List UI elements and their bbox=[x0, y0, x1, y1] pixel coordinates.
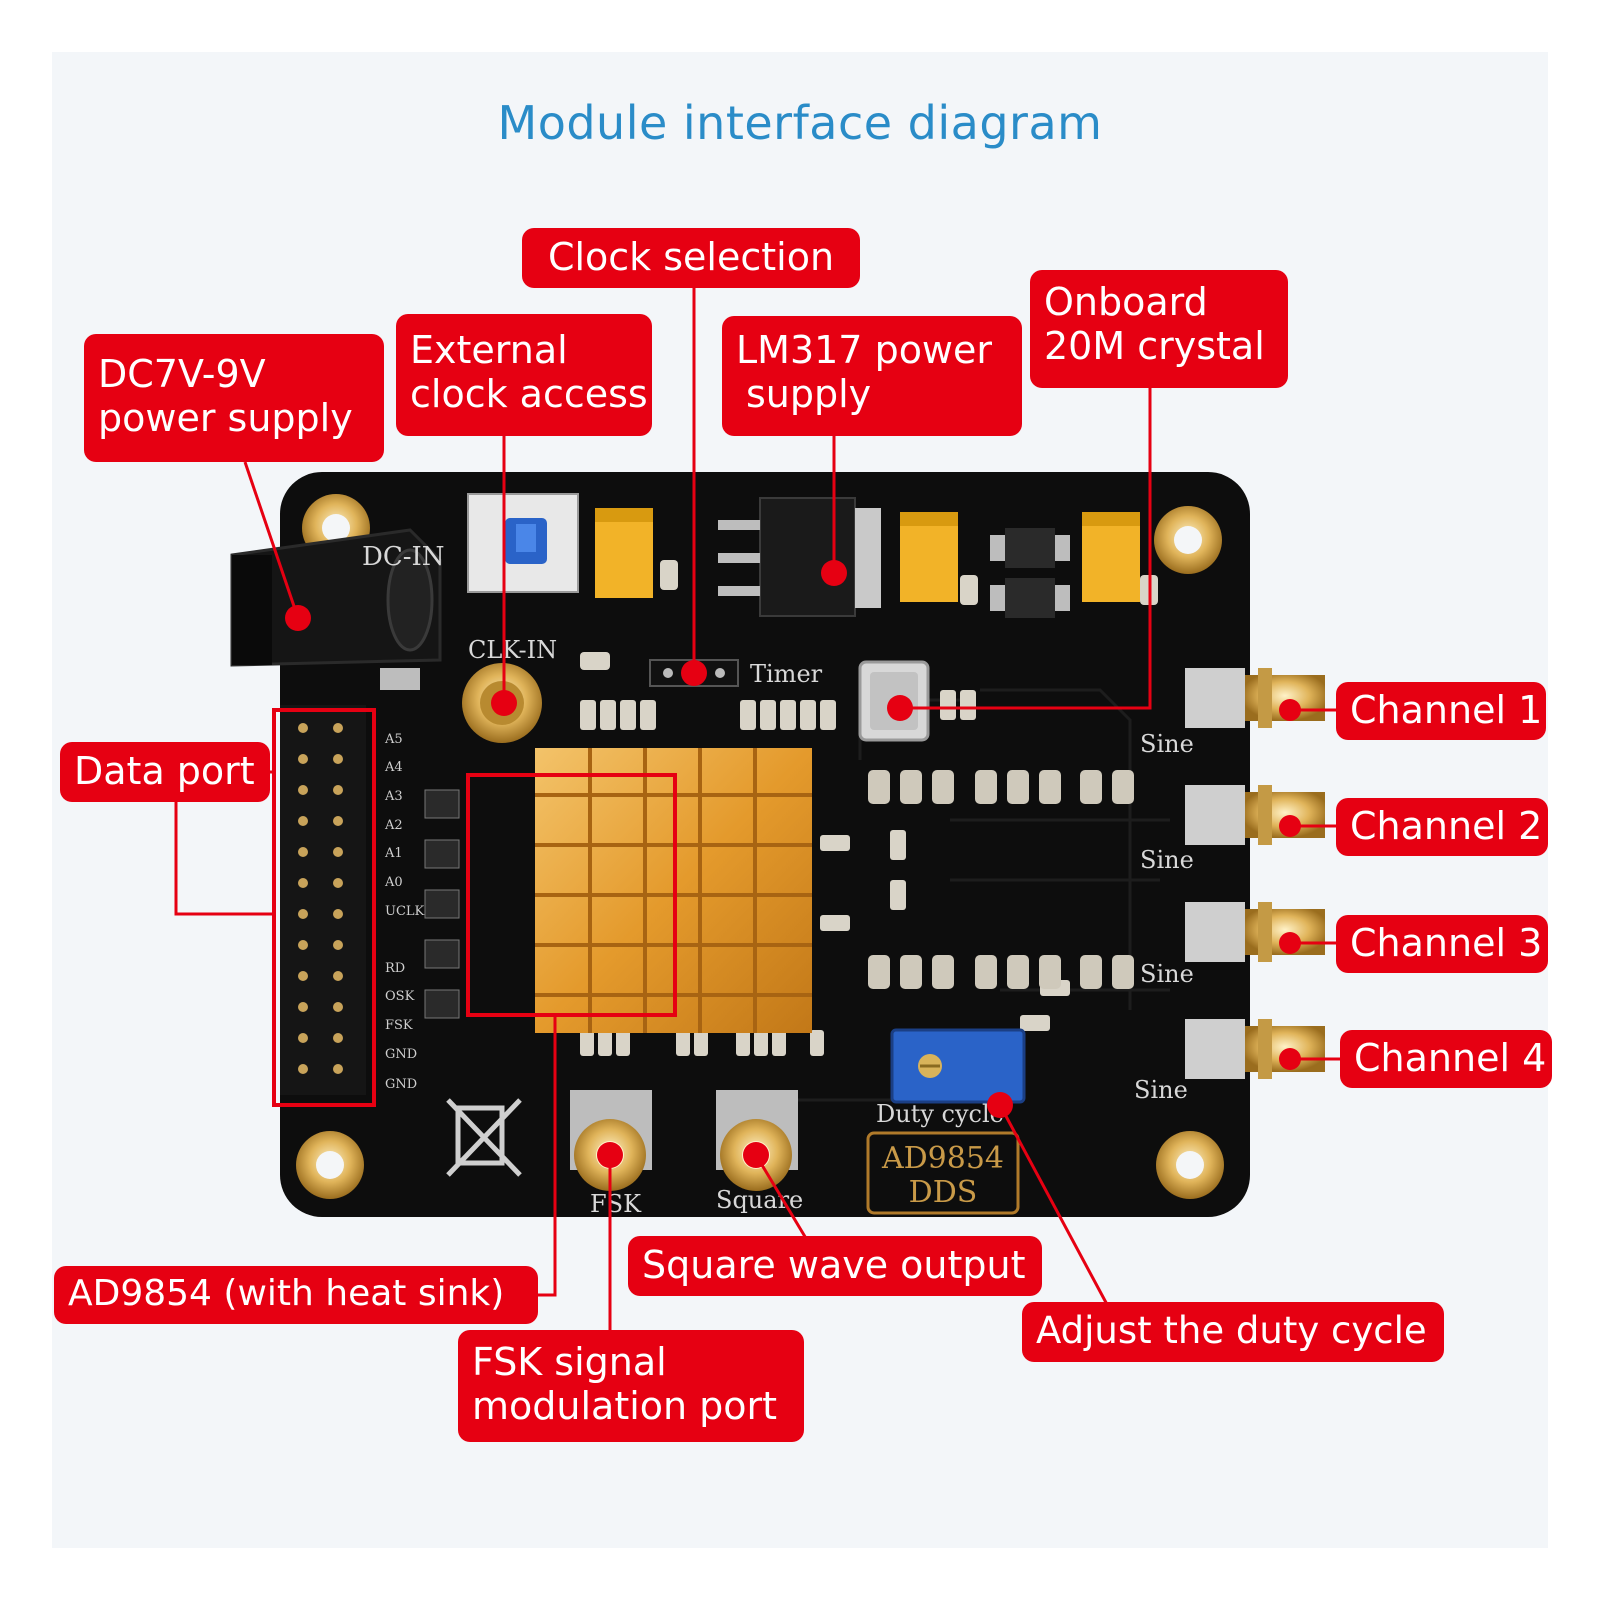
clock-switch bbox=[467, 493, 579, 593]
sine-silk-4: Sine bbox=[1134, 1076, 1188, 1104]
label-external-clock: External clock access bbox=[396, 314, 652, 436]
mounting-hole-bl bbox=[296, 1131, 364, 1199]
label-channel-4: Channel 4 bbox=[1340, 1030, 1552, 1088]
data-port-header bbox=[280, 705, 366, 1095]
filter-caps-upper bbox=[868, 770, 1134, 804]
svg-text:GND: GND bbox=[385, 1077, 417, 1092]
data-port-outline bbox=[272, 708, 376, 1107]
mounting-hole-br bbox=[1156, 1131, 1224, 1199]
clk-in-silk: CLK-IN bbox=[468, 636, 557, 664]
svg-text:UCLK: UCLK bbox=[385, 904, 425, 919]
sine-silk-1: Sine bbox=[1140, 730, 1194, 758]
label-clock-selection: Clock selection bbox=[522, 228, 860, 288]
tantalum-cap-1 bbox=[595, 508, 653, 598]
label-lm317: LM317 power supply bbox=[722, 316, 1022, 436]
svg-text:RD: RD bbox=[385, 961, 405, 976]
chip-name-silk: AD9854 bbox=[881, 1141, 1004, 1176]
leader-lines bbox=[174, 280, 1354, 1330]
ad9854-outline bbox=[466, 773, 677, 1017]
sine-silk-3: Sine bbox=[1140, 960, 1194, 988]
svg-text:A3: A3 bbox=[384, 789, 403, 804]
svg-text:A5: A5 bbox=[384, 732, 403, 747]
label-crystal: Onboard 20M crystal bbox=[1030, 270, 1288, 388]
svg-text:A2: A2 bbox=[384, 818, 403, 833]
label-dc-power: DC7V-9V power supply bbox=[84, 334, 384, 462]
data-port-pin-labels: A5 A4 A3 A2 A1 A0 UCLK RD OSK FSK GND GN… bbox=[384, 732, 425, 1092]
chip-logo-box bbox=[866, 1131, 1020, 1215]
label-data-port: Data port bbox=[60, 742, 270, 802]
dc-in-silk: DC-IN bbox=[362, 542, 445, 572]
tantalum-cap-3 bbox=[1082, 512, 1140, 602]
filter-caps-lower bbox=[868, 955, 1134, 989]
duty-cycle-potentiometer bbox=[890, 1028, 1026, 1104]
dc-jack bbox=[230, 528, 442, 690]
svg-text:FSK: FSK bbox=[385, 1018, 413, 1033]
lm317-regulator bbox=[718, 497, 881, 617]
label-ad9854: AD9854 (with heat sink) bbox=[54, 1266, 538, 1324]
channel-4-sma bbox=[1185, 1019, 1325, 1079]
channel-3-sma bbox=[1185, 902, 1325, 962]
duty-cycle-silk: Duty cycle bbox=[876, 1100, 1004, 1128]
inductors bbox=[990, 528, 1070, 618]
svg-text:A1: A1 bbox=[384, 846, 403, 861]
svg-text:A4: A4 bbox=[384, 760, 403, 775]
sine-silk-2: Sine bbox=[1140, 846, 1194, 874]
channel-1-sma bbox=[1185, 668, 1325, 728]
channel-2-sma bbox=[1185, 785, 1325, 845]
timer-silk: Timer bbox=[750, 660, 823, 688]
tantalum-cap-2 bbox=[900, 512, 958, 602]
label-fsk: FSK signal modulation port bbox=[458, 1330, 804, 1442]
diagram-title: Module interface diagram bbox=[497, 96, 1103, 150]
mounting-hole-tr bbox=[1154, 506, 1222, 574]
svg-text:OSK: OSK bbox=[385, 989, 415, 1004]
label-duty-cycle: Adjust the duty cycle bbox=[1022, 1302, 1444, 1362]
label-channel-3: Channel 3 bbox=[1336, 915, 1548, 973]
resistor-arrays bbox=[424, 789, 460, 1019]
chip-dds-silk: DDS bbox=[909, 1175, 978, 1210]
weee-recycling-icon bbox=[446, 1098, 522, 1177]
label-channel-1: Channel 1 bbox=[1336, 682, 1546, 740]
leader-dots bbox=[285, 560, 1301, 1168]
label-channel-2: Channel 2 bbox=[1336, 798, 1548, 856]
label-square-wave: Square wave output bbox=[628, 1236, 1042, 1296]
svg-text:GND: GND bbox=[385, 1047, 417, 1062]
fsk-silk: FSK bbox=[590, 1190, 642, 1218]
svg-text:A0: A0 bbox=[384, 875, 403, 890]
